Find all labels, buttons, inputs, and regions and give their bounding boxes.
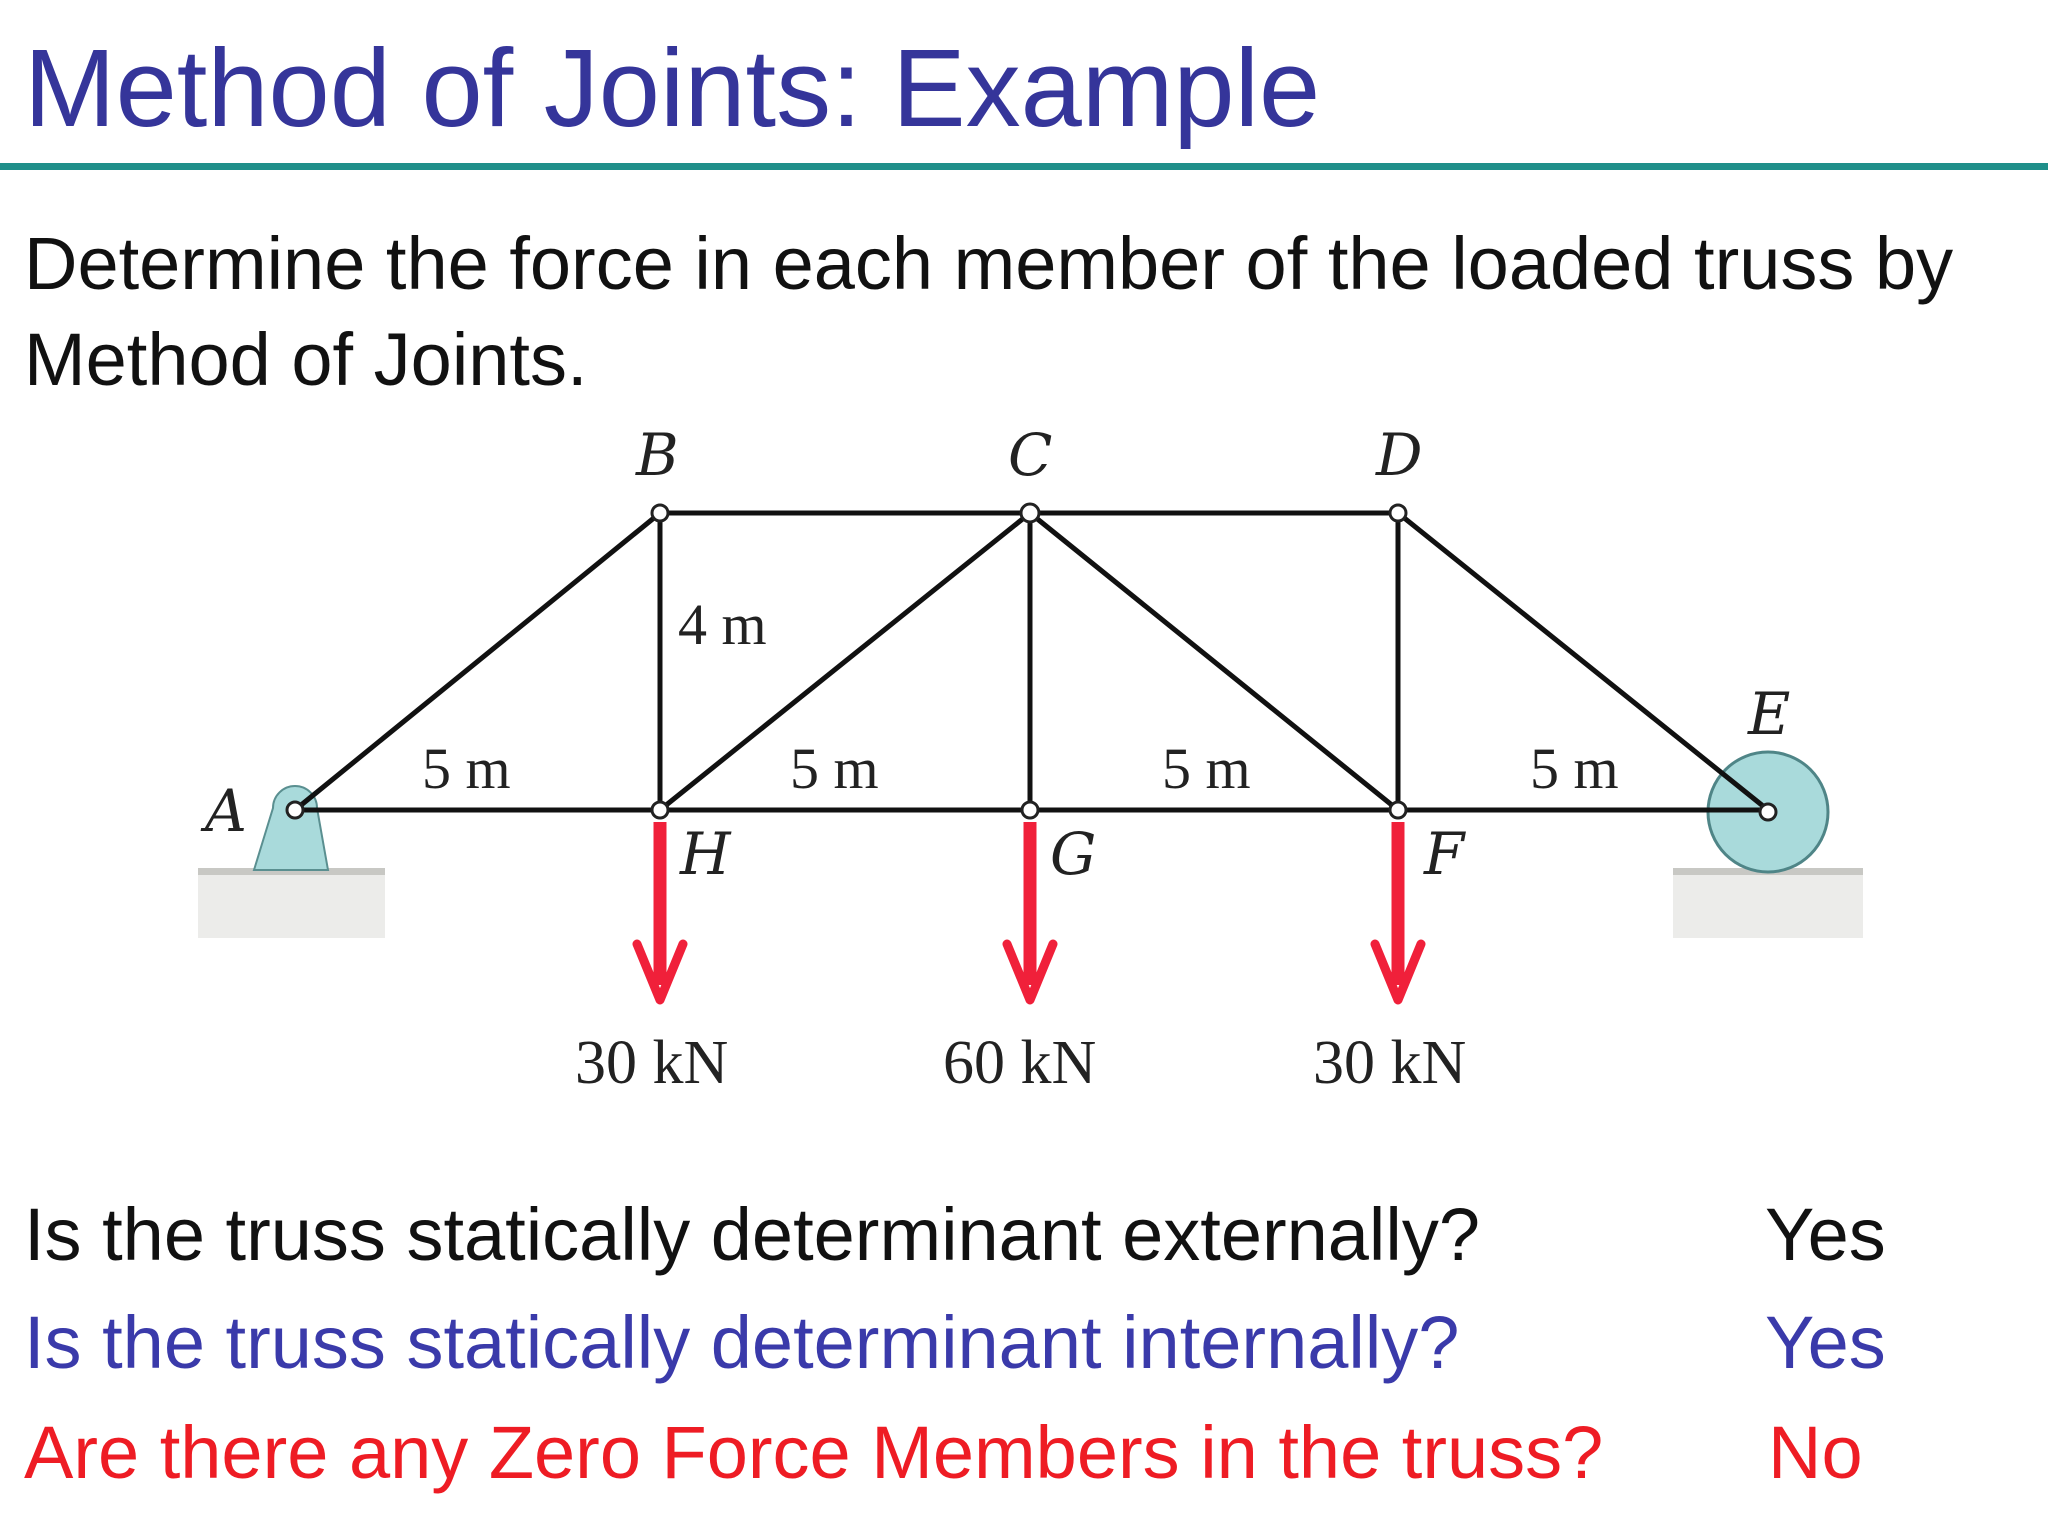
load-label-G: 60 kN	[943, 1029, 1096, 1097]
ground-left-top	[198, 868, 385, 875]
label-joint-D: D	[1375, 421, 1423, 489]
title-divider	[0, 163, 2048, 170]
load-arrow-H-head	[632, 939, 688, 1005]
question-zero-force: Are there any Zero Force Members in the …	[24, 1411, 1604, 1494]
label-joint-G: G	[1050, 820, 1096, 888]
dim-span-1: 5 m	[422, 736, 511, 801]
answer-zero-force: No	[1768, 1411, 1863, 1494]
answer-external: Yes	[1765, 1193, 1886, 1276]
answer-internal: Yes	[1765, 1301, 1886, 1384]
joint-A	[285, 800, 305, 820]
question-internal: Is the truss statically determinant inte…	[24, 1301, 1460, 1384]
dim-span-3: 5 m	[1162, 736, 1251, 801]
dim-height: 4 m	[678, 592, 767, 657]
ground-right	[1673, 872, 1863, 938]
label-joint-F: F	[1423, 820, 1466, 888]
joint-B	[650, 503, 670, 523]
joint-C	[1019, 502, 1041, 524]
joint-D	[1388, 503, 1408, 523]
dim-span-2: 5 m	[790, 736, 879, 801]
label-joint-E: E	[1747, 680, 1790, 748]
label-joint-B: B	[635, 421, 679, 489]
member-CF	[1027, 510, 1401, 813]
joint-E	[1758, 802, 1778, 822]
member-AB	[292, 510, 663, 813]
dim-span-4: 5 m	[1530, 736, 1619, 801]
member-HC	[657, 510, 1033, 813]
load-arrow-G-head	[1002, 939, 1058, 1005]
joint-G	[1020, 800, 1040, 820]
load-label-H: 30 kN	[575, 1029, 728, 1097]
question-external: Is the truss statically determinant exte…	[24, 1193, 1480, 1276]
pin-support-A	[252, 785, 330, 871]
load-arrow-F-head	[1370, 939, 1426, 1005]
ground-left	[198, 872, 385, 938]
label-joint-A: A	[200, 777, 247, 845]
problem-statement: Determine the force in each member of th…	[24, 222, 1954, 401]
label-joint-H: H	[679, 820, 732, 888]
label-joint-C: C	[1008, 421, 1052, 489]
joint-F	[1388, 800, 1408, 820]
member-DE	[1395, 510, 1771, 813]
slide-title: Method of Joints: Example	[24, 27, 1321, 150]
load-label-F: 30 kN	[1313, 1029, 1466, 1097]
joint-H	[650, 800, 670, 820]
